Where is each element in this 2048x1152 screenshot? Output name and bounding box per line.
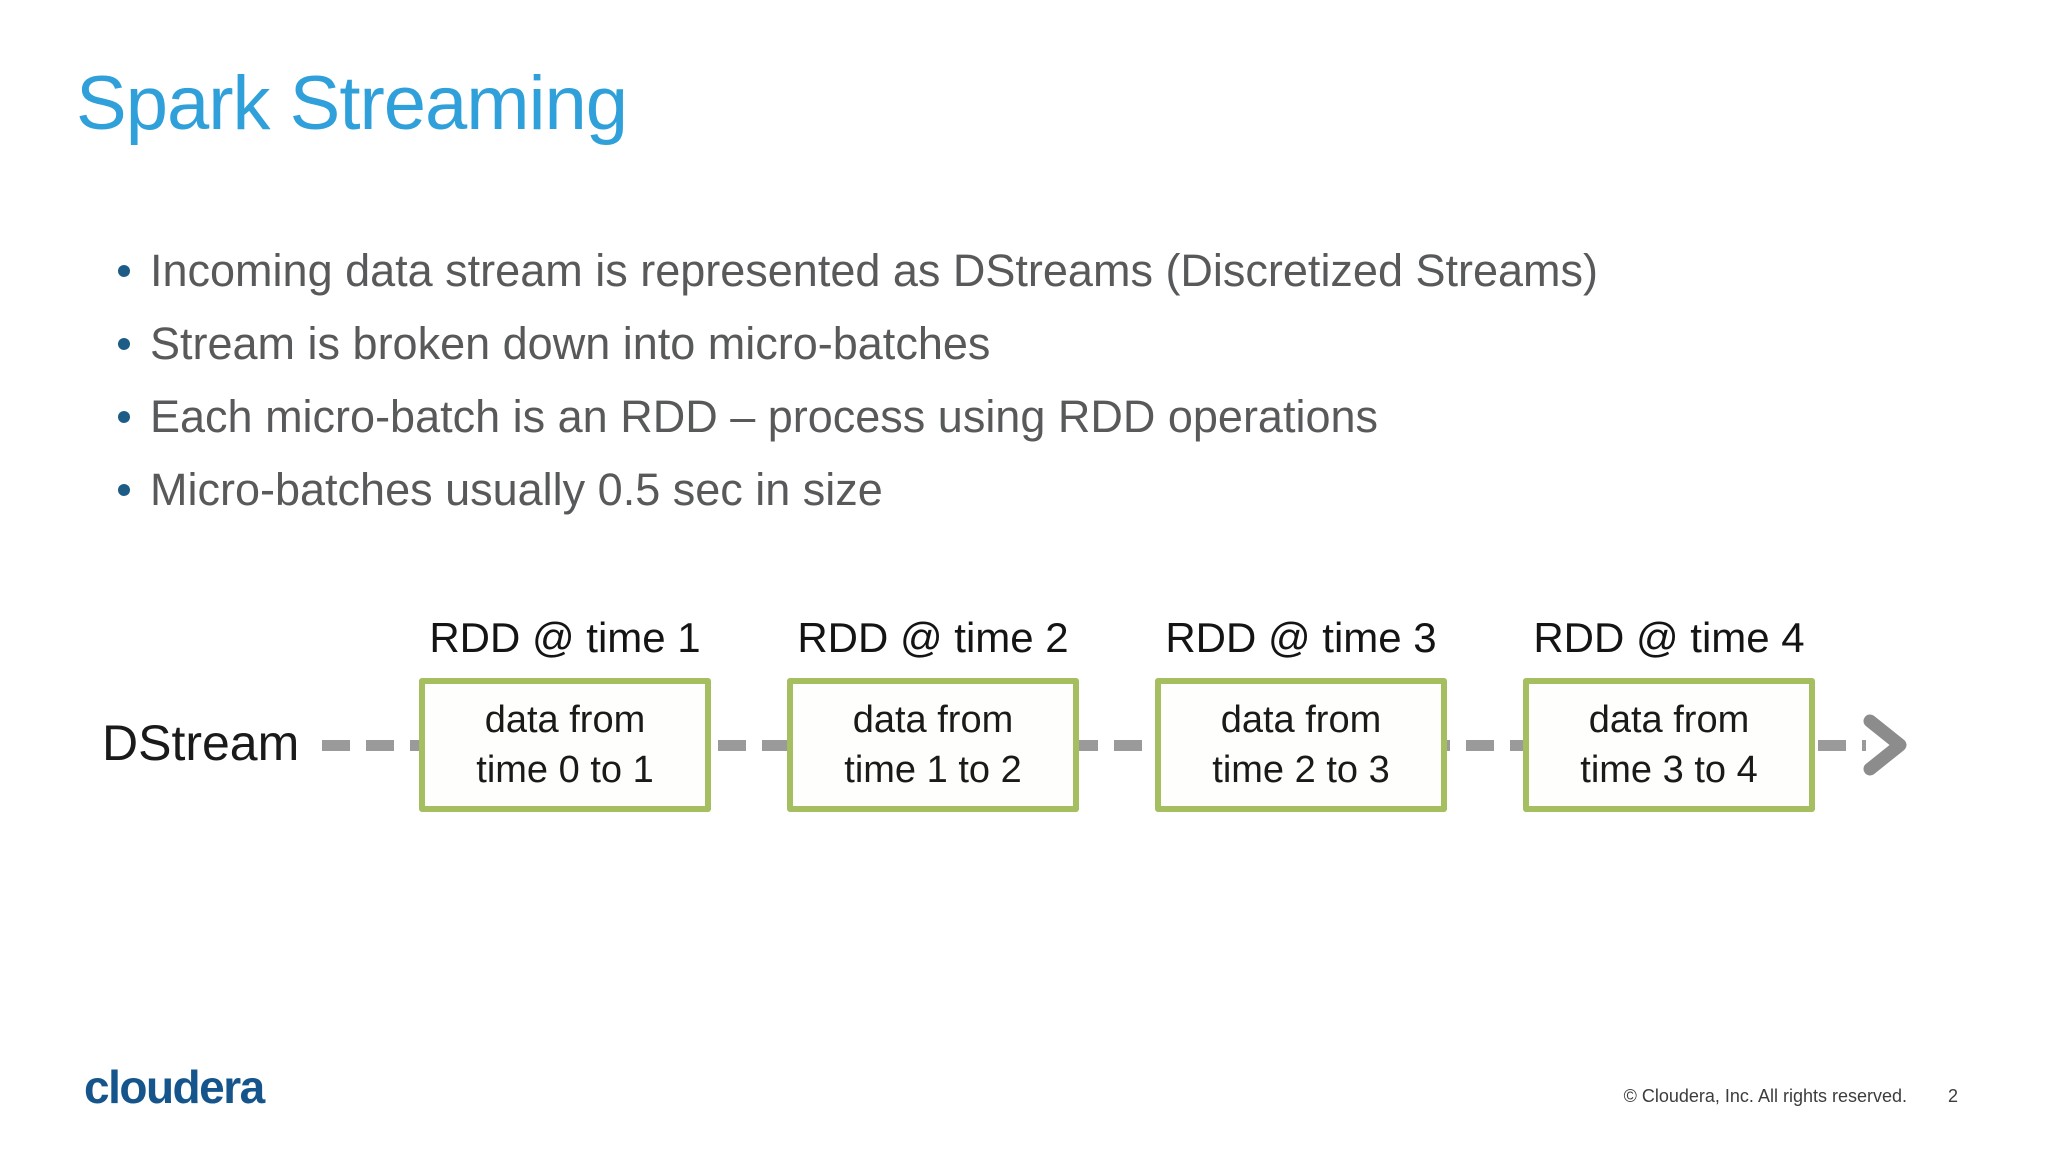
rdd-node-3: RDD @ time 3 data from time 2 to 3 — [1155, 614, 1447, 812]
rdd-box: data from time 2 to 3 — [1155, 678, 1447, 812]
rdd-box-text: time 3 to 4 — [1580, 749, 1758, 791]
rdd-box: data from time 3 to 4 — [1523, 678, 1815, 812]
rdd-node-title: RDD @ time 1 — [429, 614, 701, 661]
bullet-item: Each micro-batch is an RDD – process usi… — [118, 380, 1598, 453]
rdd-node-4: RDD @ time 4 data from time 3 to 4 — [1523, 614, 1815, 812]
rdd-box-text: data from — [1588, 699, 1750, 741]
rdd-node-1: RDD @ time 1 data from time 0 to 1 — [419, 614, 711, 812]
rdd-node-title: RDD @ time 3 — [1165, 614, 1437, 661]
rdd-node-2: RDD @ time 2 data from time 1 to 2 — [787, 614, 1079, 812]
rdd-box: data from time 0 to 1 — [419, 678, 711, 812]
bullet-item: Incoming data stream is represented as D… — [118, 234, 1598, 307]
bullet-dot-icon — [118, 264, 130, 277]
bullet-item: Stream is broken down into micro-batches — [118, 307, 1598, 380]
bullet-list: Incoming data stream is represented as D… — [118, 234, 1598, 526]
bullet-dot-icon — [118, 483, 130, 496]
rdd-box-text: data from — [852, 699, 1014, 741]
dstream-label: DStream — [102, 715, 300, 771]
rdd-box-text: time 0 to 1 — [476, 749, 654, 791]
page-number: 2 — [1948, 1086, 1959, 1106]
bullet-dot-icon — [118, 337, 130, 350]
bullet-item: Micro-batches usually 0.5 sec in size — [118, 453, 1598, 526]
bullet-text: Incoming data stream is represented as D… — [150, 244, 1599, 296]
stream-dashed-line — [322, 740, 1866, 751]
rdd-box-text: time 1 to 2 — [844, 749, 1022, 791]
rdd-box-text: data from — [1220, 699, 1382, 741]
rdd-box-text: time 2 to 3 — [1212, 749, 1390, 791]
rdd-box-text: data from — [484, 699, 646, 741]
bullet-text: Micro-batches usually 0.5 sec in size — [150, 463, 883, 515]
right-arrow-icon — [1863, 714, 1907, 776]
rdd-node-title: RDD @ time 4 — [1533, 614, 1805, 661]
rdd-node-title: RDD @ time 2 — [797, 614, 1069, 661]
rdd-box: data from time 1 to 2 — [787, 678, 1079, 812]
bullet-text: Each micro-batch is an RDD – process usi… — [150, 390, 1379, 442]
bullet-dot-icon — [118, 410, 130, 423]
cloudera-logo: cloudera — [84, 1061, 265, 1113]
copyright-text: © Cloudera, Inc. All rights reserved. — [1623, 1086, 1907, 1106]
bullet-text: Stream is broken down into micro-batches — [150, 317, 991, 369]
slide-title: Spark Streaming — [76, 61, 628, 146]
